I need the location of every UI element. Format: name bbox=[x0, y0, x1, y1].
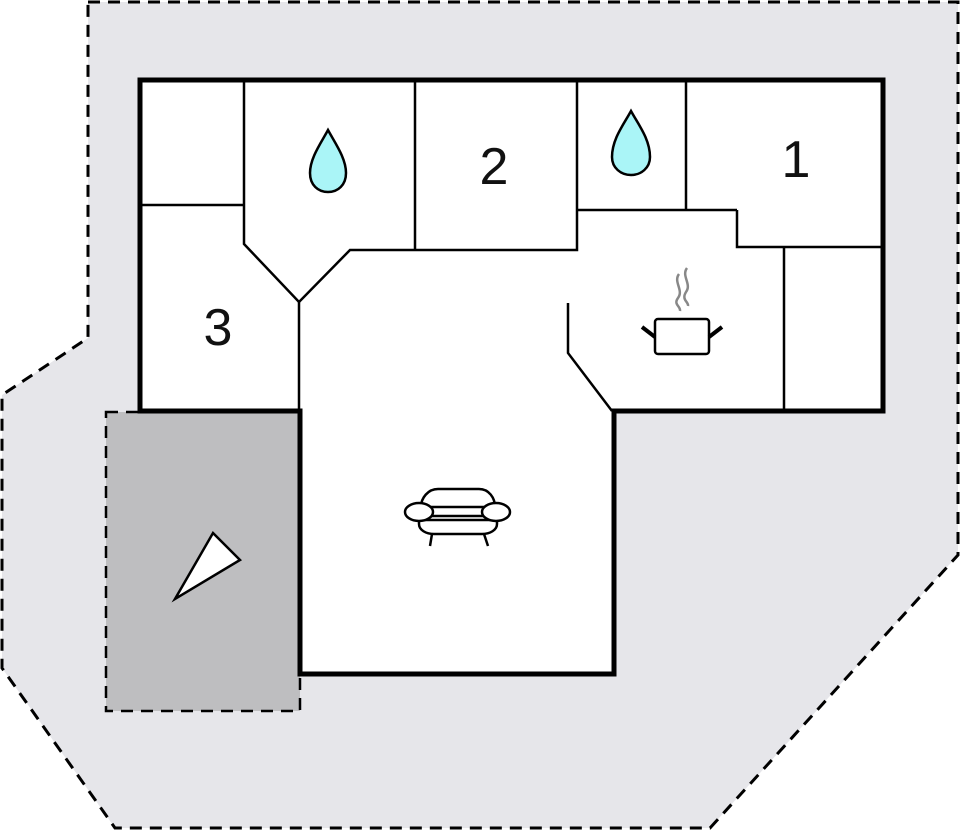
water-drop-icon bbox=[610, 108, 652, 177]
room-label-bedroom-1: 1 bbox=[781, 131, 811, 189]
cooking-pot-icon bbox=[640, 267, 724, 356]
building-footprint bbox=[140, 80, 883, 674]
interior-walls bbox=[140, 80, 883, 412]
water-drop-icon bbox=[308, 127, 348, 194]
sofa-icon bbox=[403, 487, 512, 547]
room-label-bedroom-3: 3 bbox=[203, 299, 233, 357]
exterior-walls bbox=[137, 77, 886, 677]
room-label-bedroom-2: 2 bbox=[479, 138, 509, 196]
direction-triangle-icon bbox=[171, 530, 243, 603]
